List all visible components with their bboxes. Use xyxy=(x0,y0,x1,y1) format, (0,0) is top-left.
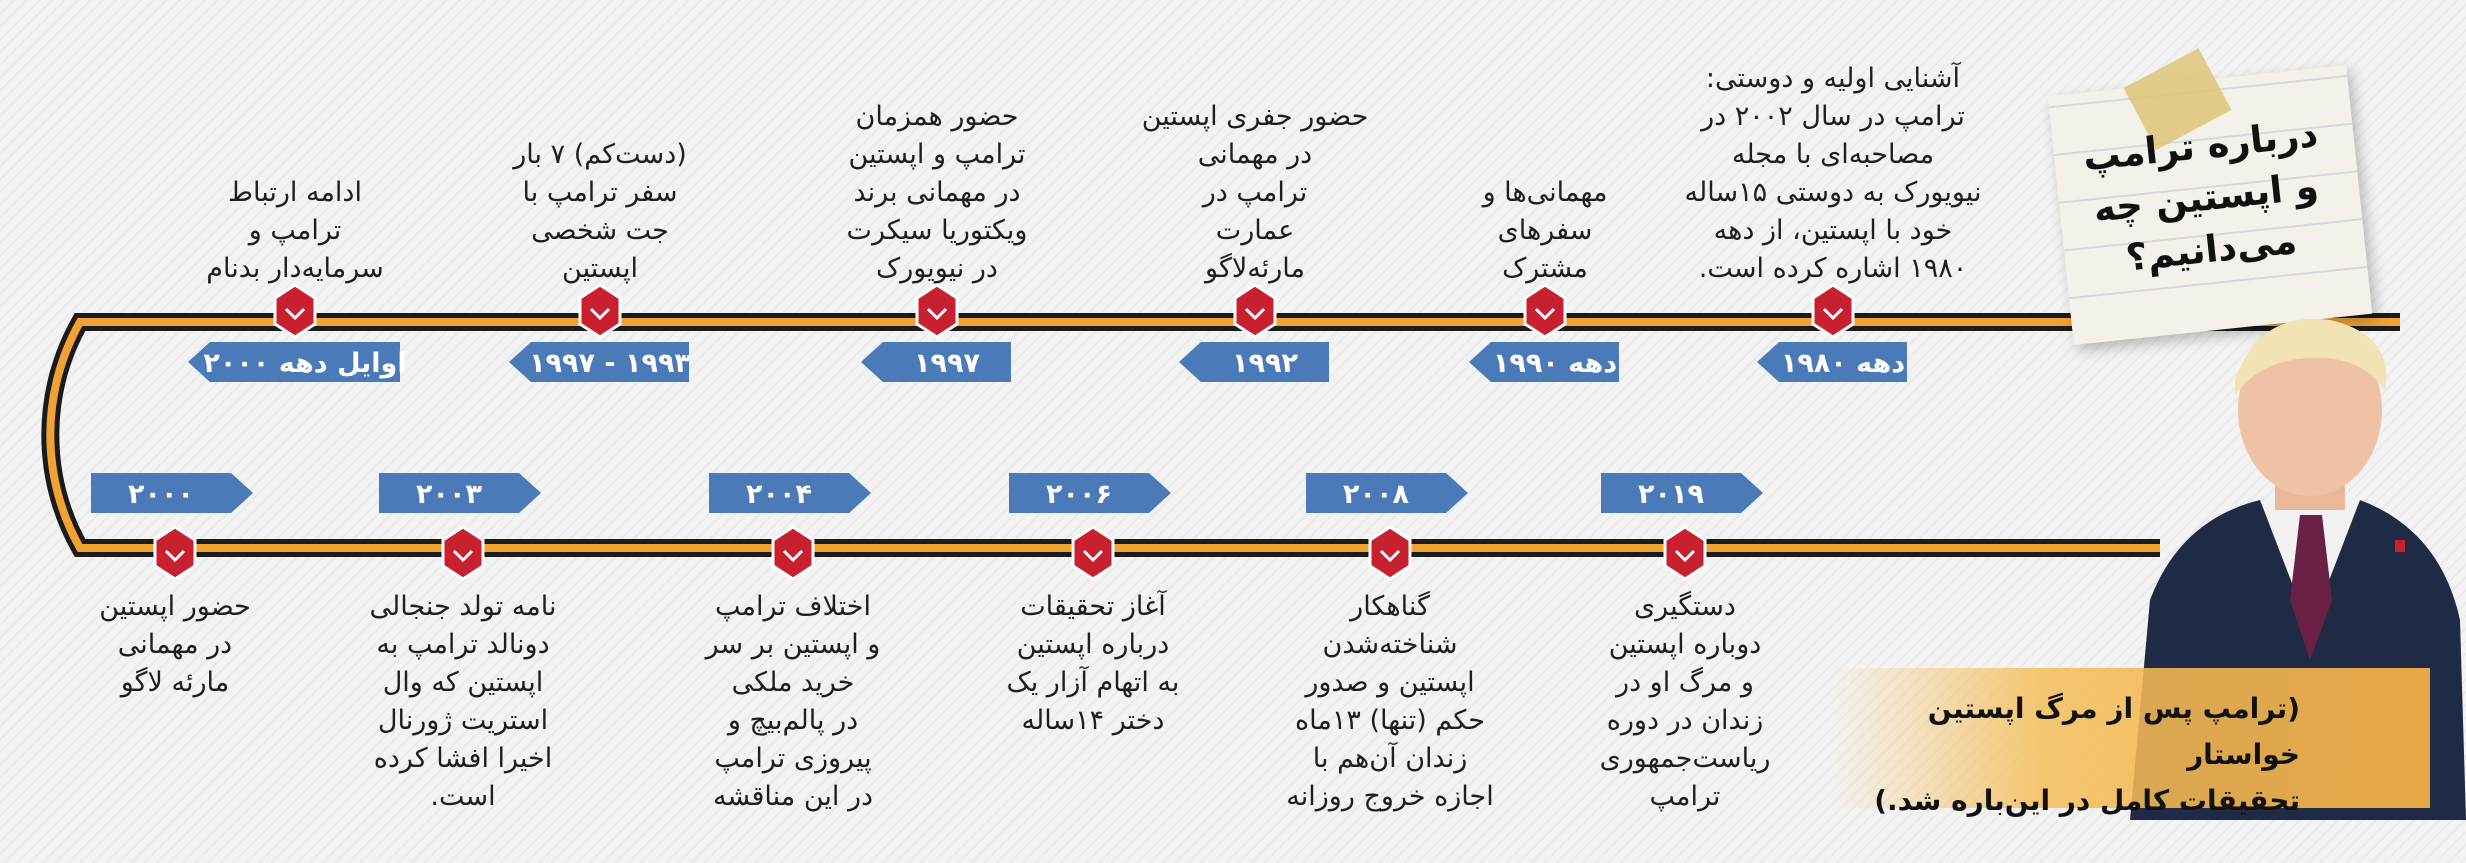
date-label-bottom-4: ۲۰۰۳ xyxy=(416,479,482,510)
timeline-marker-top-1 xyxy=(1523,283,1567,339)
timeline-marker-top-5 xyxy=(273,283,317,339)
marker-chevron-icon-top-3 xyxy=(926,307,948,321)
date-badge-top-4 xyxy=(509,342,689,382)
date-badge-top-3 xyxy=(861,342,1011,382)
marker-chevron-icon-top-1 xyxy=(1534,307,1556,321)
date-badge-bottom-1 xyxy=(1306,473,1468,513)
timeline-track-inner xyxy=(46,318,2400,552)
marker-chevron-icon-bottom-4 xyxy=(452,549,474,563)
event-text: آغاز تحقیقات درباره اپستین به اتهام آزار… xyxy=(1006,591,1180,736)
event-text: مهمانی‌ها و سفرهای مشترک xyxy=(1482,177,1608,284)
marker-chevron-icon-bottom-1 xyxy=(1379,549,1401,563)
marker-chevron-icon-top-2 xyxy=(1244,307,1266,321)
event-label-bottom-0: دستگیری دوباره اپستین و مرگ او در زندان … xyxy=(1515,588,1855,816)
event-label-top-0: آشنایی اولیه و دوستی: ترامپ در سال ۲۰۰۲ … xyxy=(1663,60,2003,288)
timeline-marker-bottom-2 xyxy=(1071,525,1115,581)
event-text: حضور جفری اپستین در مهمانی ترامپ در عمار… xyxy=(1141,101,1369,284)
timeline-marker-bottom-5 xyxy=(153,525,197,581)
date-badge-bottom-3 xyxy=(709,473,871,513)
timeline-marker-top-4 xyxy=(578,283,622,339)
date-label-top-4: ۱۹۹۳ - ۱۹۹۷ xyxy=(529,348,691,379)
date-badge-bottom-2 xyxy=(1009,473,1171,513)
event-label-top-3: حضور همزمان ترامپ و اپستین در مهمانی برن… xyxy=(767,98,1107,288)
date-badge-top-2 xyxy=(1179,342,1329,382)
event-text: آشنایی اولیه و دوستی: ترامپ در سال ۲۰۰۲ … xyxy=(1684,63,1982,284)
date-badge-top-0 xyxy=(1757,342,1907,382)
date-label-top-3: ۱۹۹۷ xyxy=(914,348,980,379)
timeline-marker-bottom-4 xyxy=(441,525,485,581)
event-text: نامه تولد جنجالی دونالد ترامپ به اپستین … xyxy=(369,591,557,812)
date-label-bottom-1: ۲۰۰۸ xyxy=(1343,479,1409,510)
event-text: گناهکار شناخته‌شدن اپستین و صدور حکم (تن… xyxy=(1286,591,1494,812)
marker-chevron-icon-bottom-5 xyxy=(164,549,186,563)
timeline-marker-bottom-3 xyxy=(771,525,815,581)
date-badge-top-1 xyxy=(1469,342,1619,382)
date-label-bottom-3: ۲۰۰۴ xyxy=(746,479,812,510)
event-text: (دست‌کم) ۷ بار سفر ترامپ با جت شخصی اپست… xyxy=(513,139,687,284)
date-label-bottom-5: ۲۰۰۰ xyxy=(128,479,194,510)
event-text: ادامه ارتباط ترامپ و سرمایه‌دار بدنام xyxy=(206,177,384,284)
event-label-top-4: (دست‌کم) ۷ بار سفر ترامپ با جت شخصی اپست… xyxy=(430,136,770,288)
marker-chevron-icon-top-5 xyxy=(284,307,306,321)
date-label-top-1: دهه ۱۹۹۰ xyxy=(1493,348,1617,379)
timeline-marker-top-2 xyxy=(1233,283,1277,339)
timeline-bottom-row: ۲۰۱۹ ۲۰۰۸ ۲۰۰۶ ۲۰۰۴ ۲۰۰۳ ۲۰۰۰ xyxy=(91,473,1763,581)
event-text: اختلاف ترامپ و اپستین بر سر خرید ملکی در… xyxy=(705,591,881,812)
event-label-top-2: حضور جفری اپستین در مهمانی ترامپ در عمار… xyxy=(1085,98,1425,288)
event-label-bottom-2: آغاز تحقیقات درباره اپستین به اتهام آزار… xyxy=(923,588,1263,740)
marker-chevron-icon-bottom-3 xyxy=(782,549,804,563)
marker-chevron-icon-bottom-2 xyxy=(1082,549,1104,563)
timeline-marker-top-3 xyxy=(915,283,959,339)
event-text: دستگیری دوباره اپستین و مرگ او در زندان … xyxy=(1599,591,1771,812)
date-label-top-0: دهه ۱۹۸۰ xyxy=(1781,348,1905,379)
date-badge-bottom-0 xyxy=(1601,473,1763,513)
event-label-bottom-1: گناهکار شناخته‌شدن اپستین و صدور حکم (تن… xyxy=(1220,588,1560,816)
event-label-top-1: مهمانی‌ها و سفرهای مشترک xyxy=(1375,174,1715,288)
date-label-top-5: اوایل دهه ۲۰۰۰ xyxy=(203,348,406,379)
timeline-marker-bottom-1 xyxy=(1368,525,1412,581)
event-label-bottom-4: نامه تولد جنجالی دونالد ترامپ به اپستین … xyxy=(293,588,633,816)
timeline-marker-top-0 xyxy=(1811,283,1855,339)
date-badge-top-5 xyxy=(188,342,400,382)
note-title: درباره ترامپ و اپستین چه می‌دانیم؟ xyxy=(2081,112,2321,280)
event-text: حضور اپستین در مهمانی مارئه لاگو xyxy=(99,591,251,698)
quote-text: (ترامپ پس از مرگ اپستین خواستار تحقیقات … xyxy=(1874,692,2300,817)
event-label-bottom-3: اختلاف ترامپ و اپستین بر سر خرید ملکی در… xyxy=(623,588,963,816)
quote-band xyxy=(1830,668,2430,808)
timeline-top-row: دهه ۱۹۸۰ دهه ۱۹۹۰ ۱۹۹۲ ۱۹۹۷ ۱۹۹۳ - ۱۹۹۷ اوایل… xyxy=(188,283,1907,382)
date-label-bottom-0: ۲۰۱۹ xyxy=(1638,479,1704,510)
marker-chevron-icon-bottom-0 xyxy=(1674,549,1696,563)
date-badge-bottom-5 xyxy=(91,473,253,513)
date-label-top-2: ۱۹۹۲ xyxy=(1232,348,1298,379)
marker-chevron-icon-top-0 xyxy=(1822,307,1844,321)
date-label-bottom-2: ۲۰۰۶ xyxy=(1046,479,1112,510)
date-badge-bottom-4 xyxy=(379,473,541,513)
event-text: حضور همزمان ترامپ و اپستین در مهمانی برن… xyxy=(846,101,1028,284)
event-label-top-5: ادامه ارتباط ترامپ و سرمایه‌دار بدنام xyxy=(125,174,465,288)
event-label-bottom-5: حضور اپستین در مهمانی مارئه لاگو xyxy=(5,588,345,702)
marker-chevron-icon-top-4 xyxy=(589,307,611,321)
timeline-marker-bottom-0 xyxy=(1663,525,1707,581)
